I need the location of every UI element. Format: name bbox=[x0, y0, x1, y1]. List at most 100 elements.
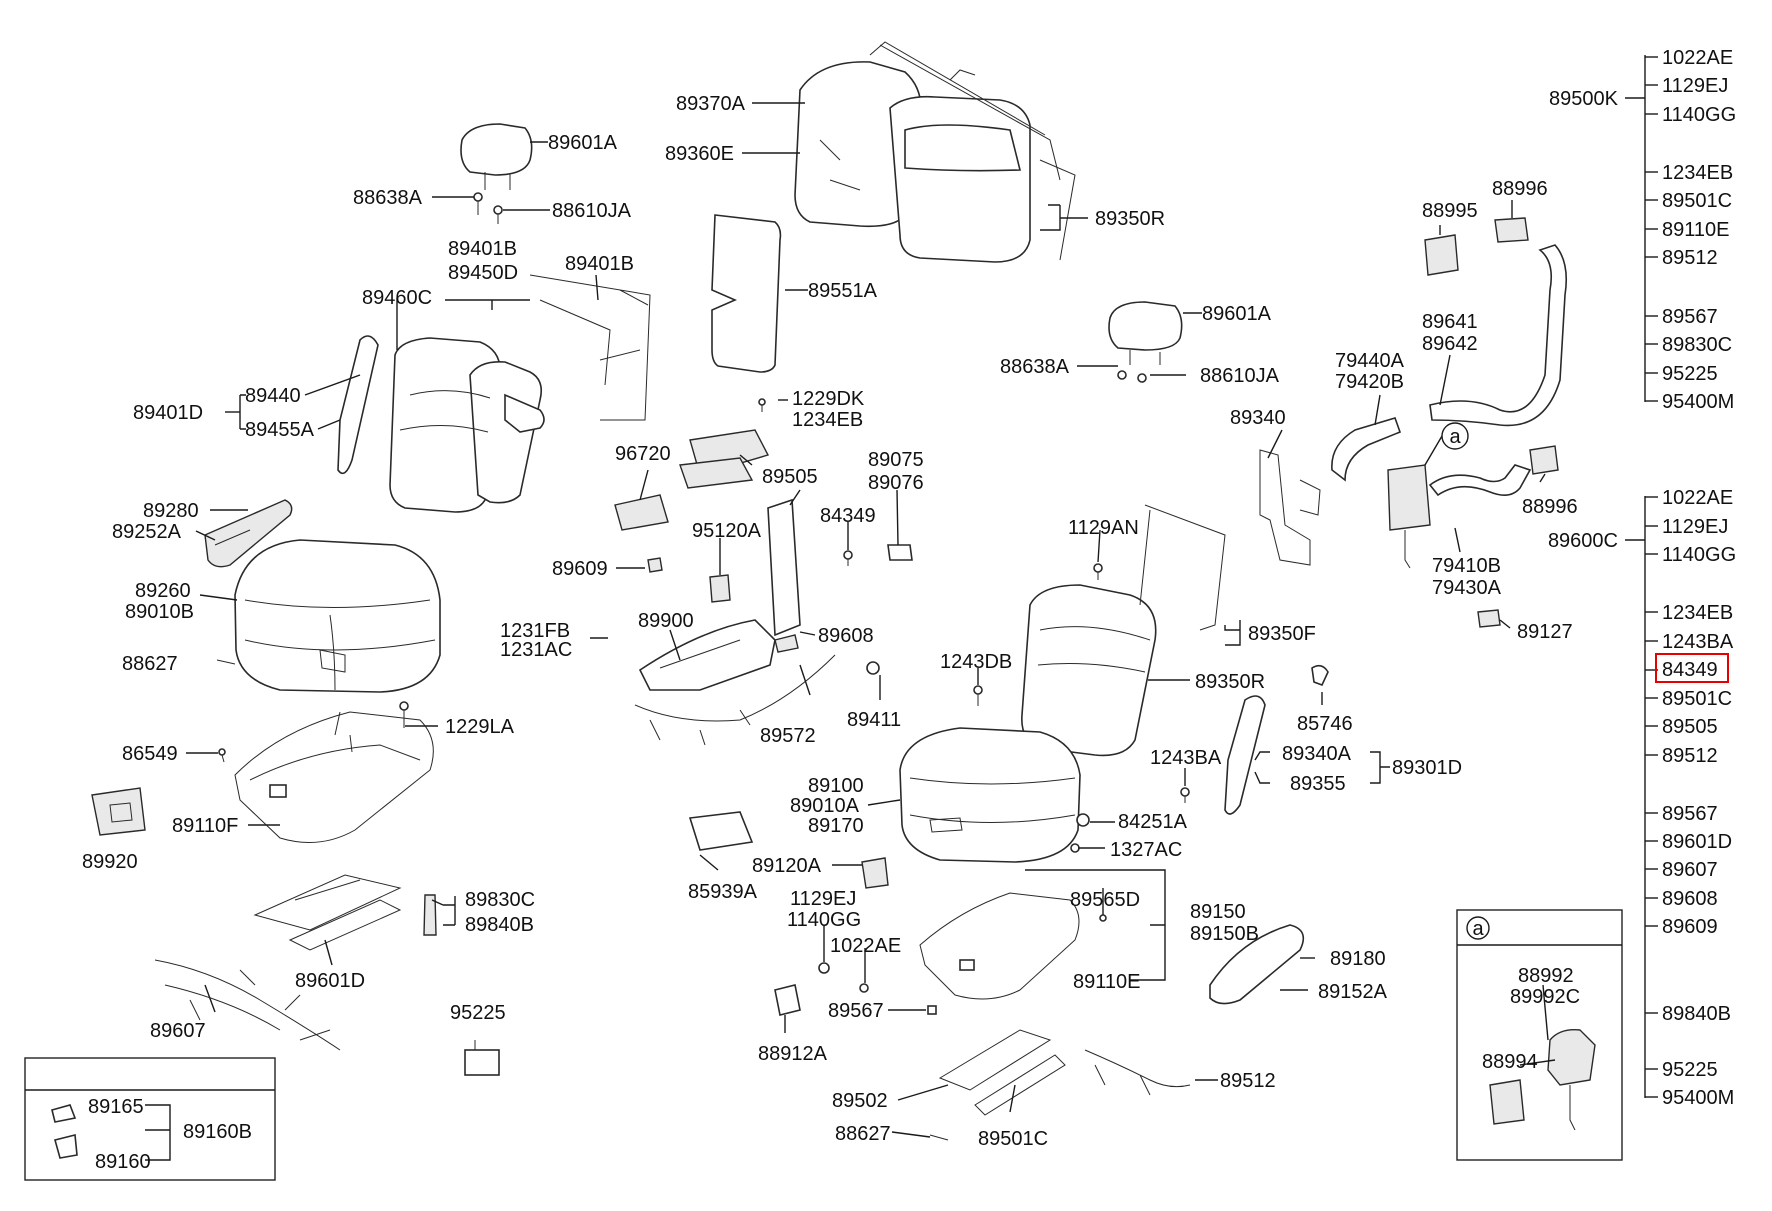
label-89150b: 89150B bbox=[1190, 923, 1259, 945]
label-84251a: 84251A bbox=[1118, 811, 1188, 833]
label-89572: 89572 bbox=[760, 725, 816, 747]
left-headrest bbox=[460, 123, 533, 190]
connector-88996-lower bbox=[1529, 445, 1559, 475]
bracket-89340 bbox=[1259, 449, 1321, 566]
label-1243ba: 1243BA bbox=[1150, 747, 1222, 769]
group-89500k-label: 89500K bbox=[1549, 88, 1619, 110]
clip-89565d bbox=[1099, 914, 1107, 922]
label-89340: 89340 bbox=[1230, 407, 1286, 429]
label-89512-center: 89512 bbox=[1220, 1070, 1276, 1092]
label-88627-center: 88627 bbox=[835, 1123, 891, 1145]
label-89165: 89165 bbox=[88, 1096, 144, 1118]
clip-89567 bbox=[927, 1005, 937, 1015]
cable-89830c bbox=[423, 894, 437, 936]
label-89010b: 89010B bbox=[125, 601, 194, 623]
label-89350r-lower: 89350R bbox=[1195, 671, 1265, 693]
control-box-96720 bbox=[614, 494, 669, 531]
label-1229dk: 1229DK bbox=[792, 388, 865, 410]
label-89601a-left: 89601A bbox=[548, 132, 618, 154]
label-88994: 88994 bbox=[1482, 1051, 1538, 1073]
label-89450d: 89450D bbox=[448, 262, 518, 284]
duct-89641 bbox=[1429, 244, 1568, 427]
label-89110e: 89110E bbox=[1073, 971, 1140, 993]
right-headrest bbox=[1108, 301, 1183, 365]
switch-95120a bbox=[709, 574, 731, 603]
duct-79440a bbox=[1331, 417, 1402, 482]
label-1129an: 1129AN bbox=[1068, 517, 1139, 539]
label-89100: 89100 bbox=[808, 775, 864, 797]
bolt-1243db bbox=[973, 685, 983, 706]
g1-item-9: 89830C bbox=[1662, 334, 1732, 356]
label-89440: 89440 bbox=[245, 385, 301, 407]
label-86549: 86549 bbox=[122, 743, 178, 765]
label-89350f: 89350F bbox=[1248, 623, 1316, 645]
label-88627-left: 88627 bbox=[122, 653, 178, 675]
label-89252a: 89252A bbox=[112, 521, 182, 543]
g2-item-15: 89840B bbox=[1662, 1003, 1731, 1025]
label-89900: 89900 bbox=[638, 610, 694, 632]
inset-a-letter: a bbox=[1472, 918, 1484, 940]
g2-item-4: 1234EB bbox=[1662, 602, 1733, 624]
label-1243db: 1243DB bbox=[940, 651, 1012, 673]
label-89460c: 89460C bbox=[362, 287, 432, 309]
label-1229la: 1229LA bbox=[445, 716, 515, 738]
g1-item-1: 1022AE bbox=[1662, 47, 1733, 69]
group-89600c-bracket bbox=[1625, 496, 1658, 1098]
g2-item-3: 1140GG bbox=[1662, 544, 1736, 566]
label-89150: 89150 bbox=[1190, 901, 1246, 923]
g2-item-10: 89567 bbox=[1662, 803, 1718, 825]
connector-84349 bbox=[843, 550, 853, 566]
label-1327ac: 1327AC bbox=[1110, 839, 1182, 861]
g1-item-5: 89501C bbox=[1662, 190, 1732, 212]
label-1129ej-center: 1129EJ bbox=[790, 888, 856, 910]
label-88610ja-right: 88610JA bbox=[1200, 365, 1280, 387]
label-89360e: 89360E bbox=[665, 143, 734, 165]
label-89608-center: 89608 bbox=[818, 625, 874, 647]
bracket-1229dk bbox=[758, 398, 766, 412]
label-89411: 89411 bbox=[847, 709, 901, 731]
label-89607-left: 89607 bbox=[150, 1020, 206, 1042]
nut-1327ac bbox=[1070, 843, 1080, 853]
g1-item-11: 95400M bbox=[1662, 391, 1734, 413]
label-79430a: 79430A bbox=[1432, 577, 1502, 599]
g2-item-17: 95400M bbox=[1662, 1087, 1734, 1109]
g2-item-14: 89609 bbox=[1662, 916, 1718, 938]
label-79440a: 79440A bbox=[1335, 350, 1405, 372]
label-89120a: 89120A bbox=[752, 855, 822, 877]
left-seat-back-illustration bbox=[389, 274, 651, 513]
label-88638a-right: 88638A bbox=[1000, 356, 1070, 378]
g2-item-7: 89501C bbox=[1662, 688, 1732, 710]
label-89609-center: 89609 bbox=[552, 558, 608, 580]
label-89551a: 89551A bbox=[808, 280, 878, 302]
side-cover-89180 bbox=[1209, 924, 1305, 1005]
label-89455a: 89455A bbox=[245, 419, 315, 441]
right-side-trim bbox=[1224, 695, 1266, 815]
label-1140gg-center: 1140GG bbox=[787, 909, 861, 931]
g2-item-9: 89512 bbox=[1662, 745, 1718, 767]
inset-box-a bbox=[1456, 909, 1623, 1161]
label-95225-left: 95225 bbox=[450, 1002, 506, 1024]
label-89301d: 89301D bbox=[1392, 757, 1462, 779]
label-88996-upper: 88996 bbox=[1492, 178, 1548, 200]
relay-95225 bbox=[464, 1040, 500, 1076]
label-88912a: 88912A bbox=[758, 1043, 828, 1065]
armrest-cover bbox=[204, 499, 293, 568]
label-89505-center: 89505 bbox=[762, 466, 818, 488]
label-89160: 89160 bbox=[95, 1151, 151, 1173]
label-88992: 88992 bbox=[1518, 965, 1574, 987]
console-89900 bbox=[638, 619, 776, 691]
label-85939a: 85939A bbox=[688, 881, 758, 903]
callout-labels: 89370A 89360E 89350R 89551A 89601A 88638… bbox=[82, 93, 1580, 1173]
g2-item-12: 89607 bbox=[1662, 859, 1718, 881]
g1-item-10: 95225 bbox=[1662, 363, 1718, 385]
label-89920: 89920 bbox=[82, 851, 138, 873]
label-89642: 89642 bbox=[1422, 333, 1478, 355]
harness-89512 bbox=[1084, 1049, 1191, 1096]
knob-89608 bbox=[774, 634, 799, 653]
right-seat-frame bbox=[919, 892, 1080, 1000]
center-rail-assembly bbox=[938, 1029, 1066, 1116]
right-seat-cushion bbox=[899, 727, 1081, 863]
g1-item-4: 1234EB bbox=[1662, 162, 1733, 184]
blower-motor bbox=[1387, 464, 1431, 531]
connector-88996-upper bbox=[1494, 217, 1529, 243]
